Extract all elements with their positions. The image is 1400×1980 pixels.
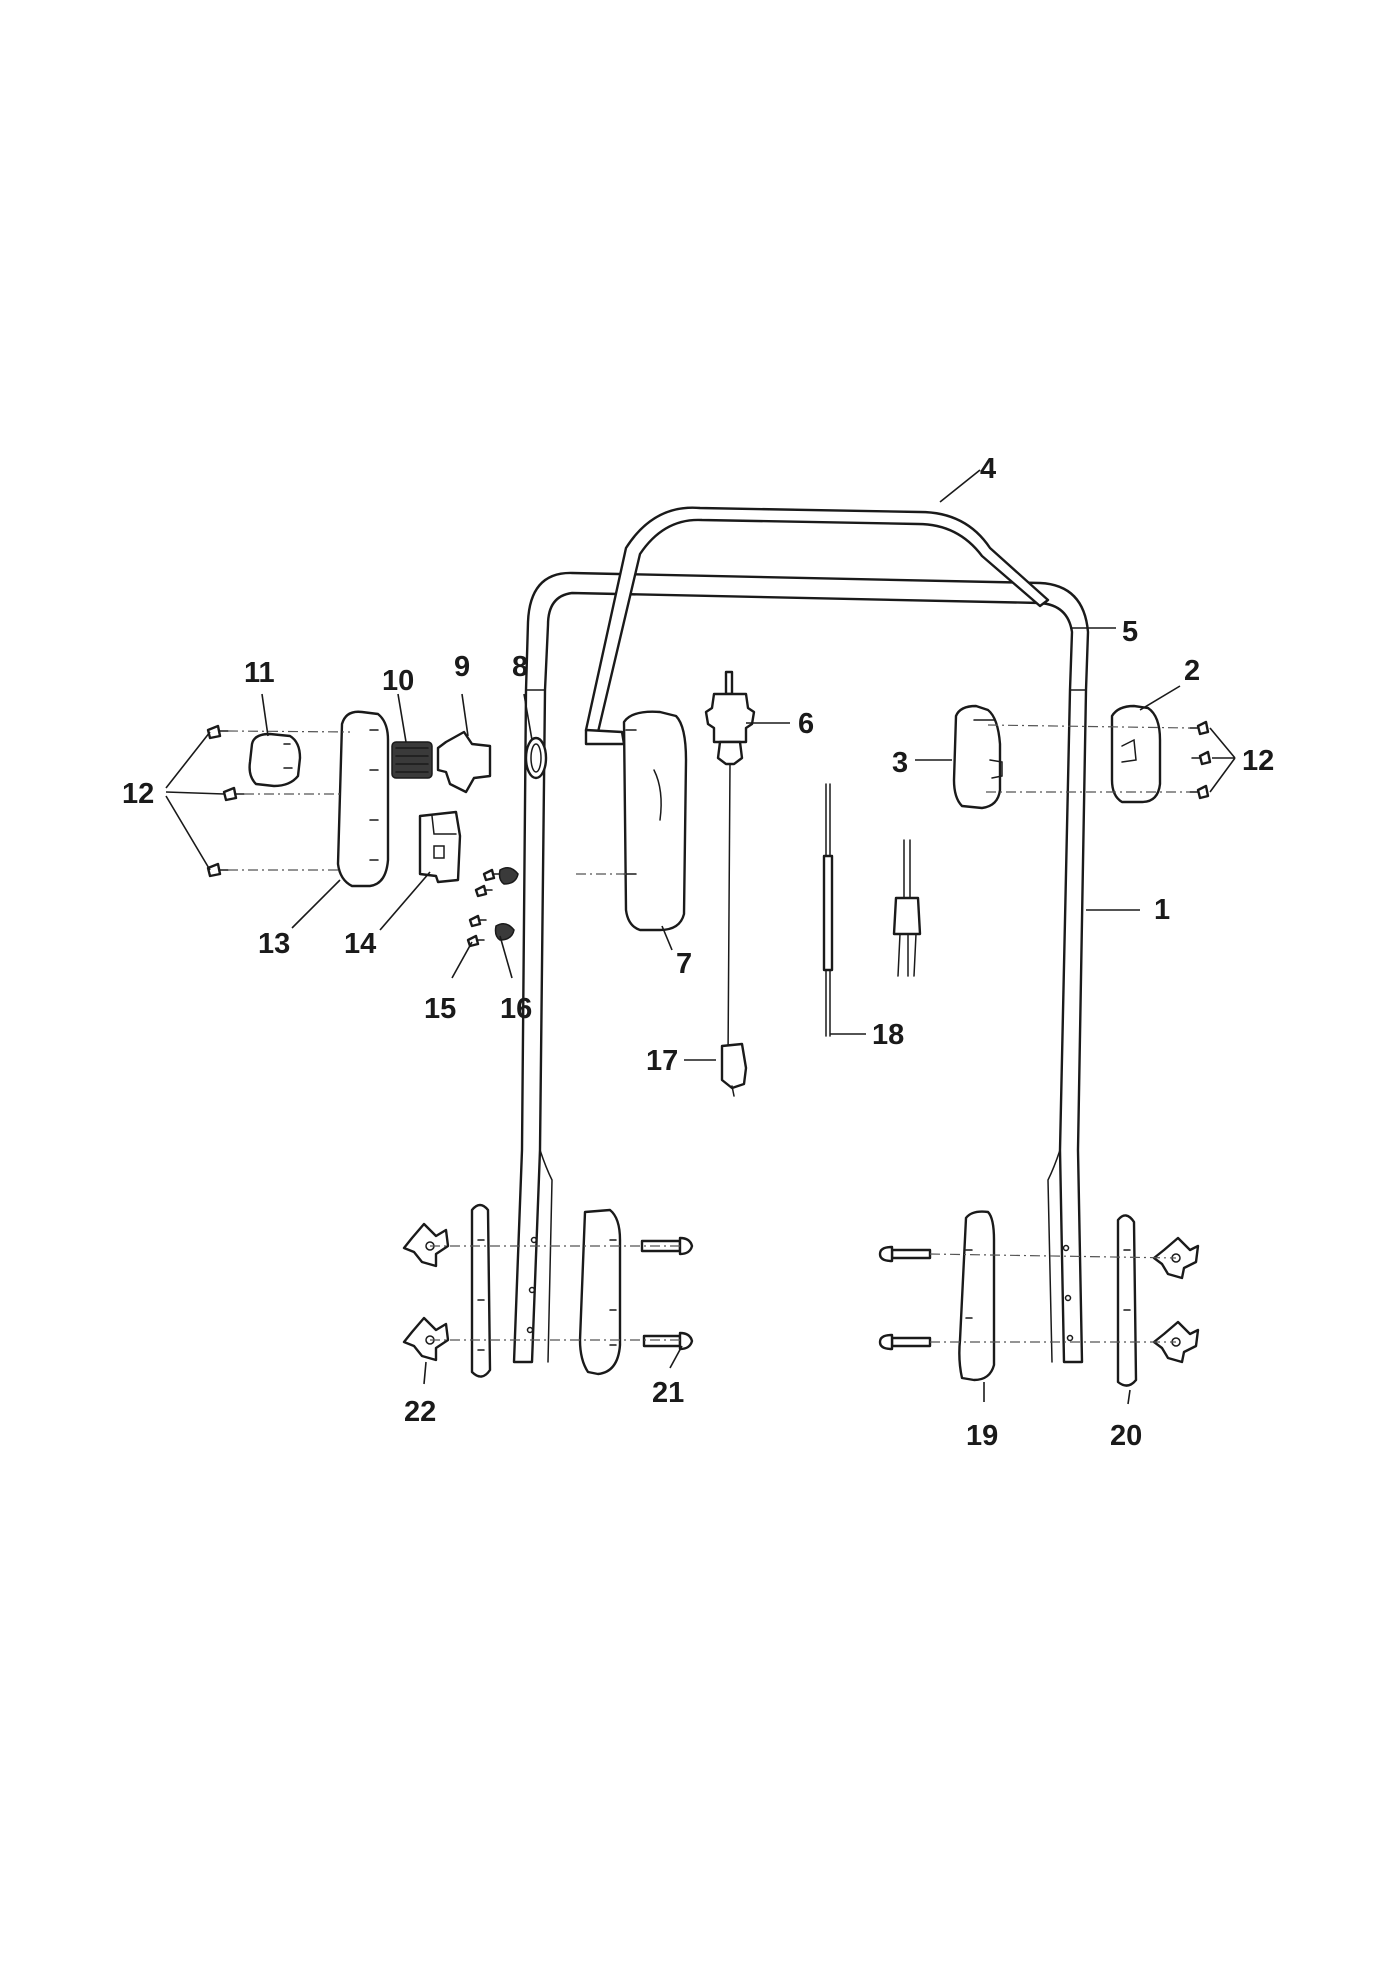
carriage-bolt-upper-right bbox=[878, 1245, 932, 1263]
right-switch-half bbox=[952, 704, 1003, 810]
carriage-bolt-lower-right bbox=[878, 1333, 932, 1351]
connector-plug bbox=[704, 670, 756, 1071]
right-switch-cover bbox=[1110, 704, 1162, 804]
cable-end-connector bbox=[720, 1042, 748, 1097]
spring bbox=[391, 741, 433, 779]
carriage-bolt-lower-left bbox=[642, 1331, 694, 1351]
callout-22: 22 bbox=[404, 1396, 436, 1428]
assembly-line-lower-right-1 bbox=[929, 1253, 1177, 1259]
small-screws-and-nuts bbox=[466, 867, 519, 948]
callout-9: 9 bbox=[454, 651, 470, 683]
callout-12-left: 12 bbox=[122, 778, 154, 810]
callout-18: 18 bbox=[872, 1019, 904, 1051]
callout-6: 6 bbox=[798, 708, 814, 740]
assembly-line-right-top bbox=[987, 724, 1191, 729]
callout-7: 7 bbox=[676, 948, 692, 980]
callout-14: 14 bbox=[344, 928, 376, 960]
callout-16: 16 bbox=[500, 993, 532, 1025]
callout-15: 15 bbox=[424, 993, 456, 1025]
callout-20: 20 bbox=[1110, 1420, 1142, 1452]
rotating-knob bbox=[436, 730, 492, 794]
wire-rod bbox=[822, 783, 834, 1037]
star-knob-lower-left bbox=[402, 1316, 450, 1362]
carriage-bolt-upper-left bbox=[640, 1236, 694, 1256]
callout-3: 3 bbox=[892, 747, 908, 779]
lower-handle-frame bbox=[512, 571, 1090, 1364]
callout-8: 8 bbox=[512, 651, 528, 683]
screws-right bbox=[1189, 720, 1212, 800]
callout-2: 2 bbox=[1184, 655, 1200, 687]
callout-labels: 1 2 3 4 5 6 7 8 9 10 11 12 12 13 14 15 1… bbox=[122, 453, 1274, 1452]
callout-10: 10 bbox=[382, 665, 414, 697]
star-knob-upper-left bbox=[402, 1222, 450, 1268]
wire-harness bbox=[892, 839, 922, 977]
assembly-line-left-top bbox=[227, 730, 351, 733]
screws-left bbox=[206, 724, 245, 878]
right-inner-clamp-plate bbox=[958, 1210, 996, 1382]
callout-12-right: 12 bbox=[1242, 745, 1274, 777]
callout-21: 21 bbox=[652, 1377, 684, 1409]
callout-4: 4 bbox=[980, 453, 996, 485]
callout-1: 1 bbox=[1154, 894, 1170, 926]
switch-box-cover bbox=[622, 710, 688, 932]
callout-11: 11 bbox=[244, 657, 275, 689]
callout-5: 5 bbox=[1122, 616, 1138, 648]
switch-unit bbox=[418, 810, 462, 884]
leader-lines bbox=[165, 469, 1236, 1405]
switch-housing bbox=[336, 710, 390, 888]
callout-19: 19 bbox=[966, 1420, 998, 1452]
right-outer-clamp-plate bbox=[1116, 1214, 1138, 1387]
retaining-ring bbox=[524, 736, 548, 780]
left-outer-clamp-plate bbox=[470, 1203, 492, 1378]
lever-cap bbox=[248, 732, 302, 788]
left-inner-clamp-plate bbox=[578, 1208, 622, 1376]
callout-13: 13 bbox=[258, 928, 290, 960]
callout-17: 17 bbox=[646, 1045, 678, 1077]
